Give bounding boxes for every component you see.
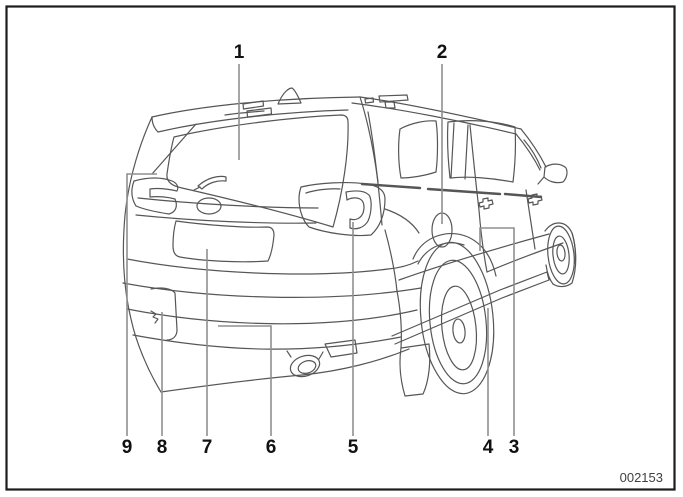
figure-border [5,5,676,491]
license-plate-recess [172,220,275,263]
callout-label-1: 1 [234,42,245,63]
front-wheel [547,225,575,285]
callout-leader-6 [218,325,272,436]
callout-leader-lines [126,64,515,436]
left-taillight [131,177,179,215]
callout-label-6: 6 [266,437,277,458]
figure-code: 002153 [620,470,663,485]
callout-label-4: 4 [483,437,494,458]
callout-leader-9 [126,173,157,436]
vehicle-illustration [122,87,577,397]
door-handle [527,193,543,206]
brand-emblem [196,197,222,215]
callout-label-2: 2 [437,42,448,63]
callout-label-7: 7 [202,437,213,458]
callout-labels: 1 2 34 5 6 7 8 9 [122,42,520,458]
callout-leader-3 [479,227,515,436]
door-handle [478,197,494,210]
callout-label-3: 3 [509,437,520,458]
callout-label-8: 8 [157,437,168,458]
callout-label-5: 5 [348,437,359,458]
side-mirror [543,163,568,184]
rear-wiper [197,175,227,190]
exhaust-tip [289,354,321,378]
callout-label-9: 9 [122,437,133,458]
